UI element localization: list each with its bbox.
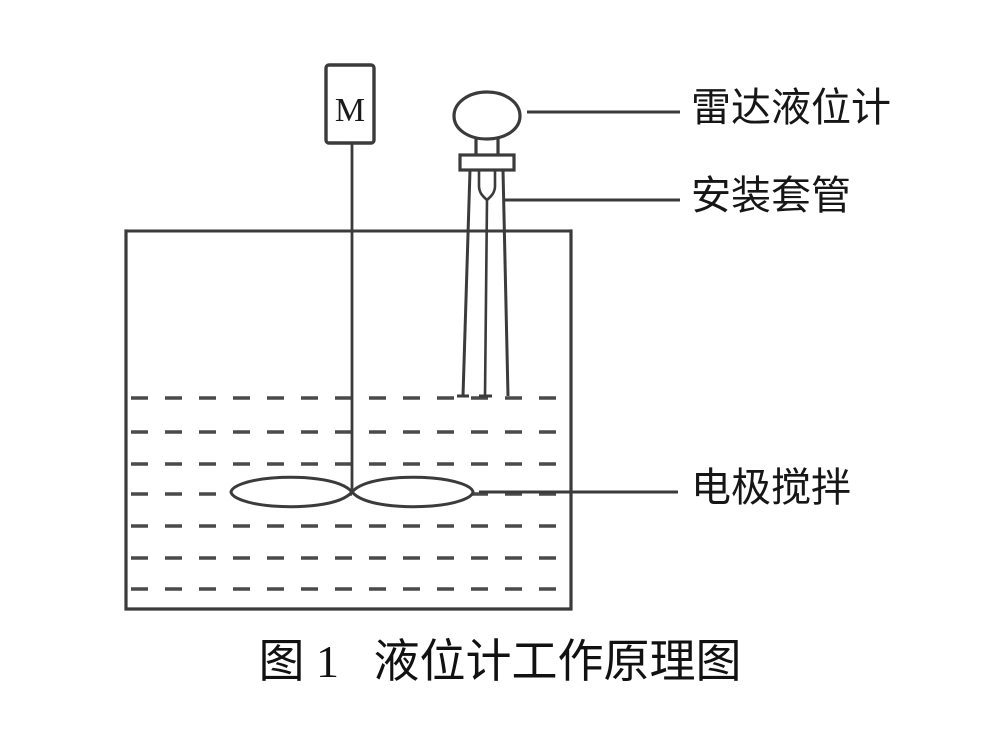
impeller-blades	[229, 475, 475, 509]
callout-leader-lines	[479, 110, 680, 494]
impeller-blade-left	[229, 475, 354, 509]
installation-sleeve	[457, 169, 510, 398]
figure-caption: 图 1 液位计工作原理图	[258, 636, 742, 687]
radar-dome-icon	[452, 90, 522, 141]
impeller-blade-right	[350, 475, 475, 509]
callout-label-sleeve: 安装套管	[691, 173, 851, 218]
sleeve-inner-cone	[477, 170, 497, 202]
sleeve-wall-left	[461, 169, 472, 397]
tank-vessel	[124, 229, 573, 611]
sleeve-inner-probe	[483, 199, 489, 397]
tank-walls	[124, 229, 573, 611]
sleeve-wall-right	[501, 169, 510, 397]
motor-assembly: M	[324, 63, 376, 492]
mounting-flange	[458, 153, 516, 172]
callout-label-radar: 雷达液位计	[691, 85, 891, 130]
callout-label-stirrer: 电极搅拌	[691, 465, 851, 510]
radar-neck	[474, 139, 500, 156]
radar-level-gauge	[452, 90, 522, 172]
motor-symbol-label: M	[335, 92, 365, 129]
motor-box	[324, 63, 376, 145]
